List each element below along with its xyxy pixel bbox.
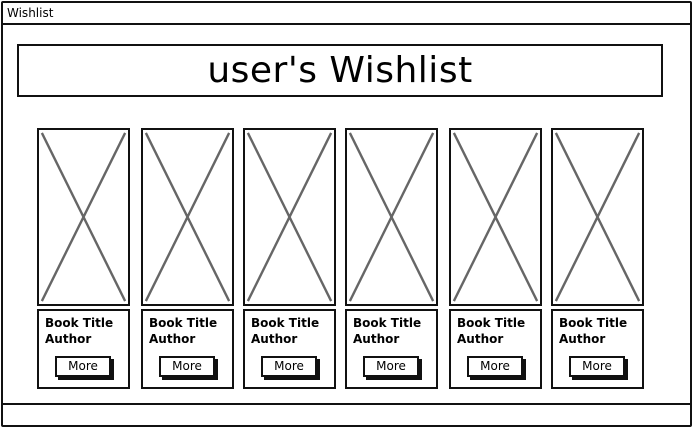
- book-info: Book Title Author More: [243, 309, 336, 389]
- image-placeholder-icon: [551, 128, 644, 306]
- image-placeholder-icon: [348, 132, 435, 302]
- image-placeholder-icon: [452, 132, 539, 302]
- more-button[interactable]: More: [159, 356, 215, 377]
- image-placeholder-icon: [243, 128, 336, 306]
- book-card: Book Title Author More: [37, 128, 130, 389]
- book-card: Book Title Author More: [141, 128, 234, 389]
- book-info: Book Title Author More: [345, 309, 438, 389]
- book-info: Book Title Author More: [37, 309, 130, 389]
- book-card: Book Title Author More: [243, 128, 336, 389]
- book-author: Author: [559, 332, 606, 346]
- book-title: Book Title: [45, 316, 114, 330]
- image-placeholder-icon: [345, 128, 438, 306]
- more-button[interactable]: More: [363, 356, 419, 377]
- wishlist-header: user's Wishlist: [17, 44, 663, 97]
- image-placeholder-icon: [246, 132, 333, 302]
- book-author: Author: [45, 332, 92, 346]
- image-placeholder-icon: [554, 132, 641, 302]
- book-info: Book Title Author More: [141, 309, 234, 389]
- book-author: Author: [457, 332, 504, 346]
- status-bar: [3, 403, 690, 425]
- title-bar: Wishlist: [3, 3, 690, 25]
- book-info: Book Title Author More: [449, 309, 542, 389]
- book-title: Book Title: [457, 316, 526, 330]
- book-info: Book Title Author More: [551, 309, 644, 389]
- book-author: Author: [149, 332, 196, 346]
- book-card: Book Title Author More: [551, 128, 644, 389]
- image-placeholder-icon: [144, 132, 231, 302]
- book-title: Book Title: [353, 316, 422, 330]
- book-title: Book Title: [251, 316, 320, 330]
- book-author: Author: [353, 332, 400, 346]
- more-button[interactable]: More: [467, 356, 523, 377]
- more-button[interactable]: More: [261, 356, 317, 377]
- book-card: Book Title Author More: [345, 128, 438, 389]
- image-placeholder-icon: [141, 128, 234, 306]
- more-button[interactable]: More: [55, 356, 111, 377]
- window-title: Wishlist: [7, 6, 54, 20]
- image-placeholder-icon: [37, 128, 130, 306]
- book-title: Book Title: [149, 316, 218, 330]
- image-placeholder-icon: [449, 128, 542, 306]
- book-author: Author: [251, 332, 298, 346]
- book-card: Book Title Author More: [449, 128, 542, 389]
- page-title: user's Wishlist: [207, 49, 473, 91]
- more-button[interactable]: More: [569, 356, 625, 377]
- book-title: Book Title: [559, 316, 628, 330]
- image-placeholder-icon: [40, 132, 127, 302]
